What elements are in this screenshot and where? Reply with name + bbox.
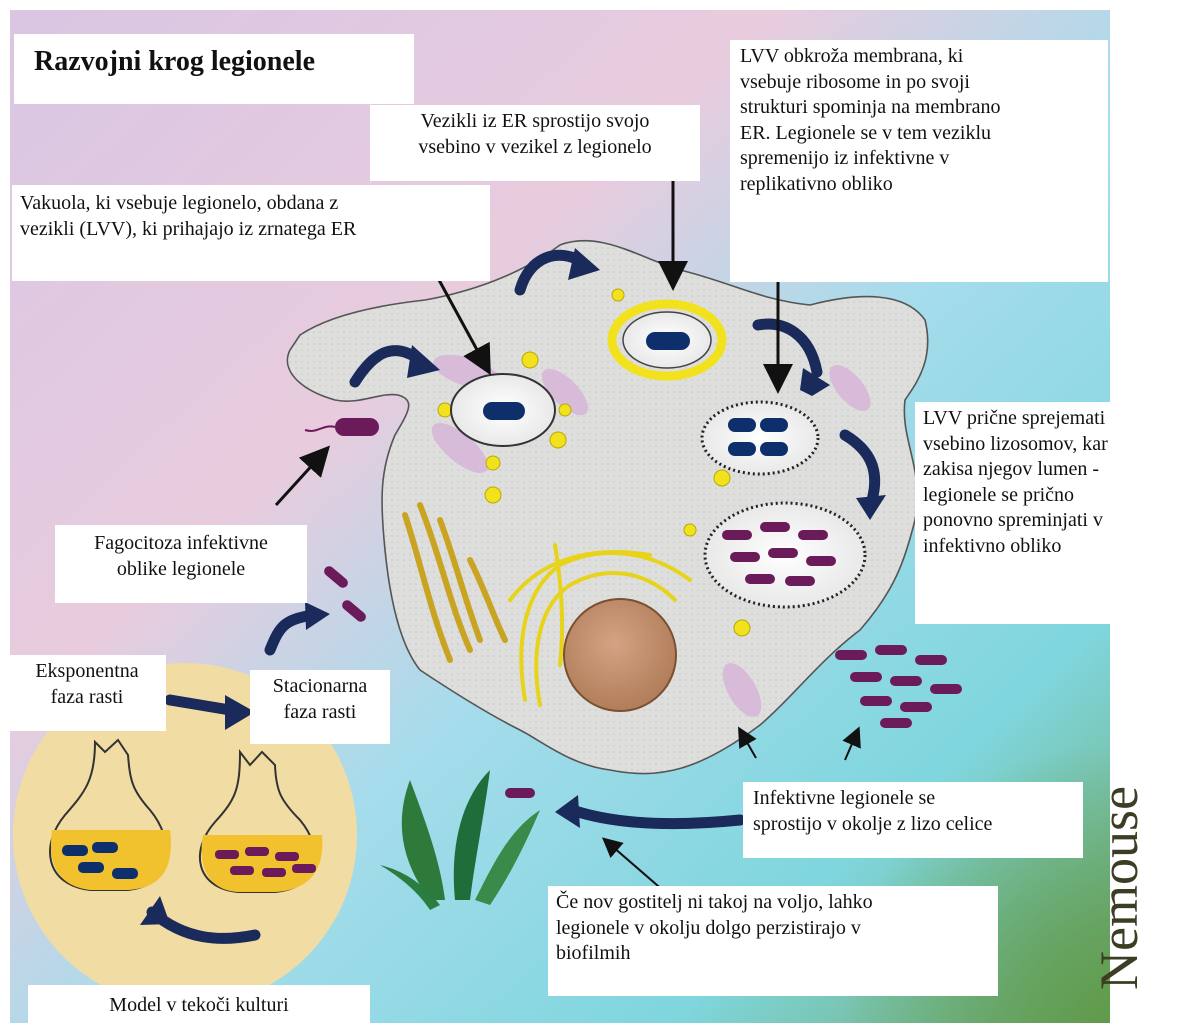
label-biofilm: Če nov gostitelj ni takoj na voljo, lahk…: [548, 886, 998, 996]
legionella-replicative: [483, 402, 525, 420]
legionella-infective: [505, 788, 535, 798]
watermark: Nemouse: [1088, 810, 1148, 990]
lvv-with-ribosomes: [702, 402, 818, 474]
nucleus: [564, 599, 676, 711]
legionella-infective: [335, 418, 379, 436]
legionella-replicative: [646, 332, 690, 350]
page-title: Razvojni krog legionele: [14, 34, 414, 104]
label-culture-model: Model v tekoči kulturi: [28, 985, 370, 1023]
